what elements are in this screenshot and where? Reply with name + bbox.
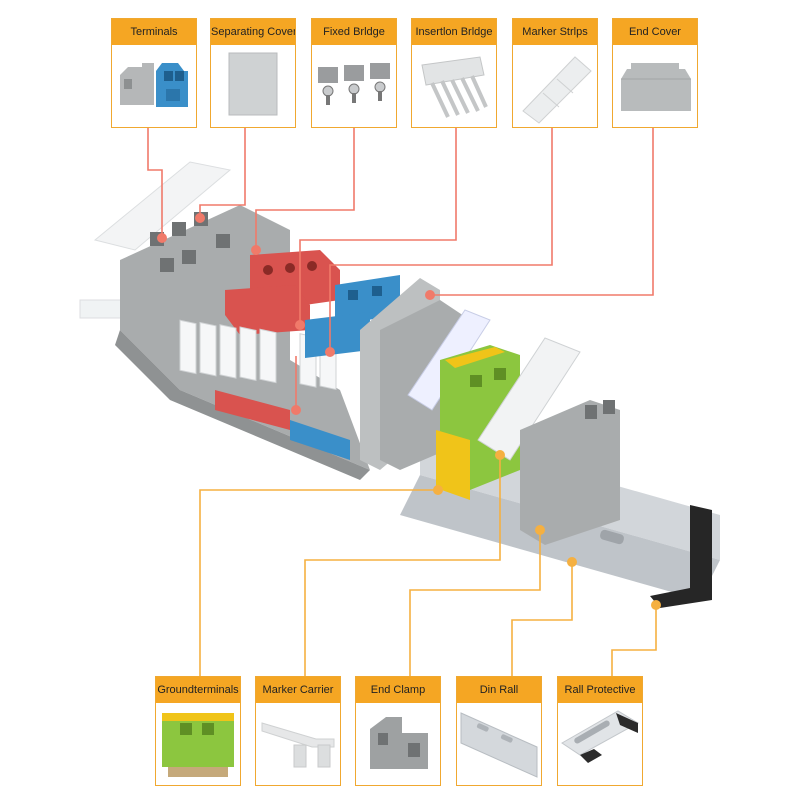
bottom-connector-dots xyxy=(433,450,661,610)
card-marker-strips: Marker Strlps xyxy=(512,18,598,128)
red-terminals-graphic xyxy=(215,250,340,430)
card-terminals: Terminals xyxy=(111,18,197,128)
card-din-rail-label: Din Rall xyxy=(457,677,541,703)
card-din-rail: Din Rall xyxy=(456,676,542,786)
din-rail-icon xyxy=(460,712,538,778)
insertion-bridge-icon xyxy=(421,56,488,118)
card-end-cover: End Cover xyxy=(612,18,698,128)
ground-terminal-icon xyxy=(162,713,234,777)
card-insertion-bridge-label: Insertlon Brldge xyxy=(412,19,496,45)
end-cover-icon xyxy=(621,63,691,111)
terminal-block-icon xyxy=(120,63,188,107)
card-ground-terminals: Groundterminals xyxy=(155,676,241,786)
end-clamp-graphic xyxy=(520,400,620,545)
card-rail-protective: Rall Protective xyxy=(557,676,643,786)
card-terminals-label: Terminals xyxy=(112,19,196,45)
card-separating-cover: Separating Cover xyxy=(210,18,296,128)
separating-cover-icon xyxy=(228,52,278,116)
card-ground-terminals-label: Groundterminals xyxy=(156,677,240,703)
card-marker-carrier: Marker Carrier xyxy=(255,676,341,786)
marker-carrier-icon xyxy=(261,722,335,768)
card-marker-carrier-label: Marker Carrier xyxy=(256,677,340,703)
marker-strip-icon xyxy=(522,56,592,124)
top-connector-lines xyxy=(147,128,654,410)
card-end-clamp: End Clamp xyxy=(355,676,441,786)
top-connector-dots xyxy=(157,213,435,415)
card-end-cover-label: End Cover xyxy=(613,19,697,45)
end-clamp-icon xyxy=(370,717,428,769)
card-marker-strips-label: Marker Strlps xyxy=(513,19,597,45)
card-fixed-bridge-label: Fixed Brldge xyxy=(312,19,396,45)
rail-protective-icon xyxy=(561,710,640,763)
card-rail-protective-label: Rall Protective xyxy=(558,677,642,703)
fixed-bridge-icon xyxy=(318,63,390,105)
card-end-clamp-label: End Clamp xyxy=(356,677,440,703)
card-fixed-bridge: Fixed Brldge xyxy=(311,18,397,128)
card-separating-cover-label: Separating Cover xyxy=(211,19,295,45)
card-insertion-bridge: Insertlon Brldge xyxy=(411,18,497,128)
bottom-connector-lines xyxy=(199,455,657,676)
